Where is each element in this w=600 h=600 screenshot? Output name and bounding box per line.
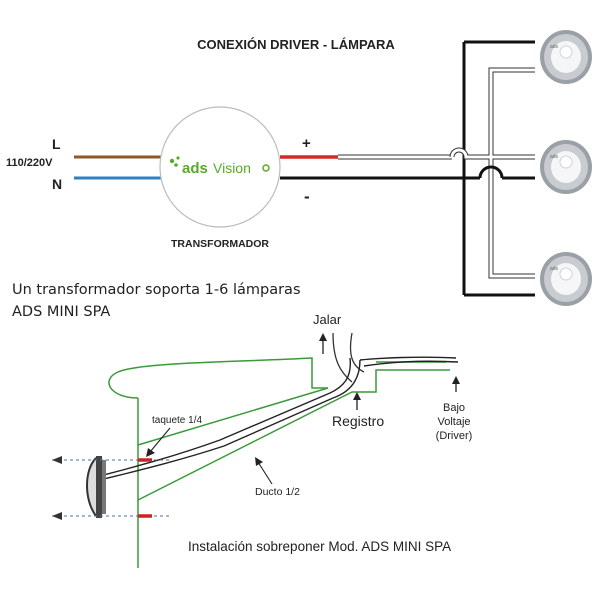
minus-label: - <box>304 187 310 206</box>
voltage-label: 110/220V <box>6 157 53 169</box>
negative-bus <box>462 40 535 297</box>
transformer-circle <box>159 106 281 228</box>
note-line-1: Un transformador soporta 1-6 lámparas <box>12 282 301 298</box>
positive-bus <box>449 67 535 279</box>
lamp-1: ads <box>540 30 592 84</box>
neutral-label: N <box>52 176 62 192</box>
registro-pipe <box>332 332 365 383</box>
jalar-label: Jalar <box>313 312 342 327</box>
lamp-2: ads <box>540 140 592 194</box>
line-label: L <box>52 136 61 152</box>
bajo-label: Bajo <box>443 402 465 414</box>
ads-vision-logo: ads Vision <box>169 156 270 177</box>
transformer-label: TRANSFORMADOR <box>171 238 269 250</box>
anchor-lines <box>52 459 172 517</box>
bajo-arrow <box>452 376 460 392</box>
logo-text-ads: ads <box>182 160 208 177</box>
plus-label: + <box>302 135 311 152</box>
svg-text:ads: ads <box>550 44 559 50</box>
wall-outline <box>108 357 450 568</box>
ducto-label: Ducto 1/2 <box>255 486 300 498</box>
svg-text:ads: ads <box>550 266 559 272</box>
voltaje-label: Voltaje <box>437 416 470 428</box>
svg-text:ads: ads <box>550 154 559 160</box>
diagram-title: CONEXIÓN DRIVER - LÁMPARA <box>197 37 395 52</box>
wall-lamp <box>86 456 106 518</box>
arrow-left-2 <box>52 512 62 520</box>
logo-text-vision: Vision <box>213 160 251 176</box>
lamp-3: ads <box>540 252 592 306</box>
jalar-arrow <box>319 333 327 354</box>
driver-label: (Driver) <box>436 430 473 442</box>
install-caption: Instalación sobreponer Mod. ADS MINI SPA <box>188 539 451 554</box>
arrow-left-1 <box>52 456 62 464</box>
ducto-arrow <box>255 457 273 485</box>
registro-label: Registro <box>332 413 384 429</box>
taquete-label: taquete 1/4 <box>152 415 202 426</box>
taquete-arrow <box>146 427 171 457</box>
note-line-2: ADS MINI SPA <box>12 304 110 320</box>
cable <box>99 356 459 481</box>
registro-arrow <box>353 392 361 410</box>
